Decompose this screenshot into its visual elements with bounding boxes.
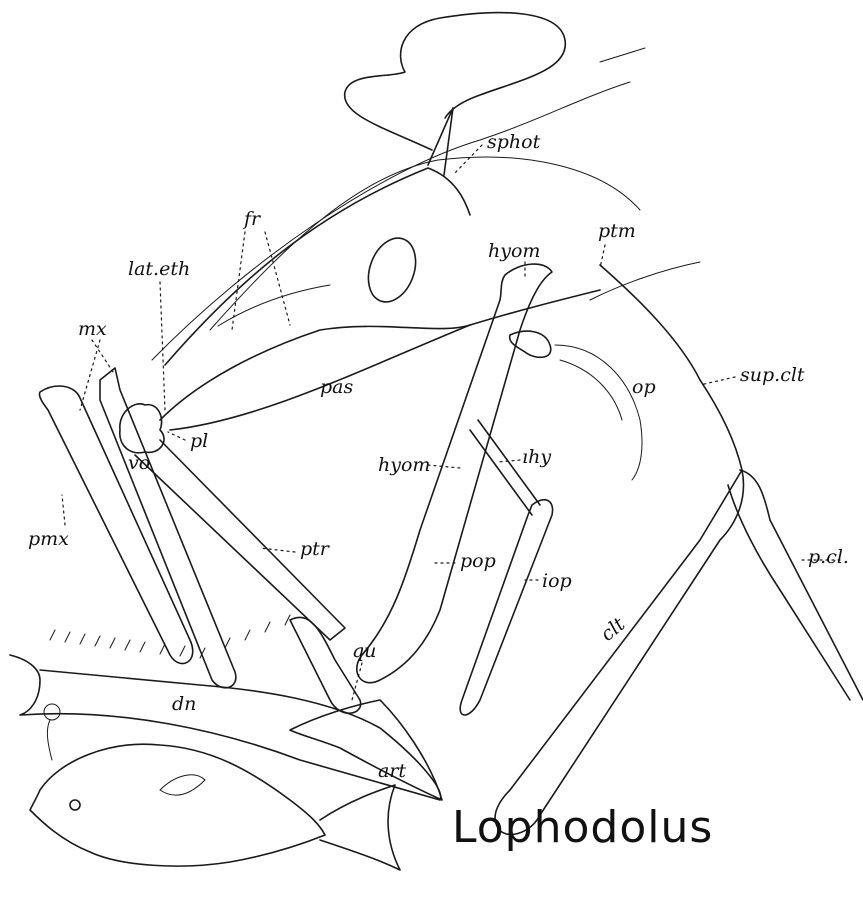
leader-sphot bbox=[453, 145, 482, 175]
premaxilla bbox=[39, 386, 192, 664]
label-ptr: ptr bbox=[300, 540, 329, 559]
label-vo: vo bbox=[128, 454, 150, 473]
leader-supclt bbox=[700, 377, 735, 385]
leader-lateth bbox=[160, 282, 165, 410]
fish-fin bbox=[160, 775, 205, 795]
cleithrum bbox=[495, 470, 743, 834]
fish-illustration bbox=[30, 704, 400, 870]
fish-tail bbox=[320, 785, 400, 870]
label-mx: mx bbox=[78, 320, 107, 339]
postcleithrum bbox=[728, 470, 863, 700]
label-pmx: pmx bbox=[28, 530, 69, 549]
label-fr: fr bbox=[244, 210, 260, 229]
label-hyom-top: hyom bbox=[488, 242, 540, 261]
dentary bbox=[10, 655, 441, 800]
sphenotic-spine bbox=[428, 108, 453, 175]
cranial-roof bbox=[165, 168, 470, 365]
label-pl: pl bbox=[190, 432, 208, 451]
genus-title: Lophodolus bbox=[452, 806, 713, 850]
maxilla bbox=[100, 368, 236, 688]
head-outline-upper bbox=[210, 157, 640, 330]
fish-illicium bbox=[47, 720, 52, 760]
label-ptm: ptm bbox=[598, 222, 636, 241]
interopercle bbox=[460, 500, 552, 715]
label-p-cl: p.cl. bbox=[808, 548, 849, 567]
label-iop: iop bbox=[542, 572, 572, 591]
label-pop: pop bbox=[460, 552, 496, 571]
dentary-teeth bbox=[50, 615, 290, 658]
orbit bbox=[360, 231, 424, 308]
supracleithrum-line bbox=[590, 262, 700, 300]
fish-body bbox=[30, 744, 325, 866]
fish-esca bbox=[44, 704, 60, 720]
illicium-tip bbox=[600, 48, 645, 62]
illicium-loop bbox=[345, 13, 566, 150]
opercle bbox=[555, 345, 642, 480]
leader-pmx bbox=[62, 495, 65, 525]
leader-fr bbox=[232, 232, 290, 330]
leader-hyom-mid bbox=[428, 465, 460, 468]
label-qu: qu bbox=[352, 642, 376, 661]
label-lat-eth: lat.eth bbox=[128, 260, 190, 279]
label-hyom-mid: hyom bbox=[378, 456, 430, 475]
dorsal-contour bbox=[152, 82, 630, 360]
fish-eye bbox=[70, 800, 80, 810]
leader-ptm bbox=[600, 245, 605, 268]
leader-mx bbox=[80, 340, 115, 410]
posttemporal bbox=[600, 265, 742, 470]
label-dn: dn bbox=[172, 695, 196, 714]
articular bbox=[290, 700, 442, 800]
label-sup-clt: sup.clt bbox=[740, 366, 805, 385]
label-sphot: sphot bbox=[487, 133, 540, 152]
leader-ptr bbox=[260, 548, 295, 552]
label-ihy: ıhy bbox=[522, 448, 551, 467]
label-pas: pas bbox=[320, 378, 353, 397]
cranium-front bbox=[160, 325, 470, 420]
leader-pl bbox=[168, 432, 185, 440]
label-op: op bbox=[632, 378, 656, 397]
label-art: art bbox=[378, 762, 406, 781]
